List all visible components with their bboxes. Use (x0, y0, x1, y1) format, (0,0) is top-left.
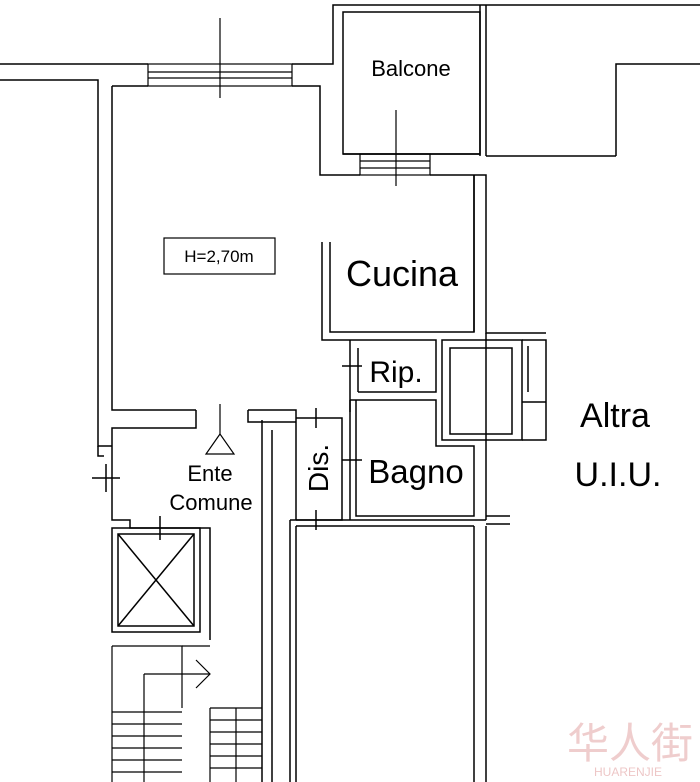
disimpegno-label: Dis. (303, 444, 334, 492)
balcone-door-window (359, 110, 431, 186)
ripostiglio-label: Rip. (369, 356, 422, 389)
exterior-top-wall (0, 4, 700, 447)
bagno-label: Bagno (368, 453, 463, 490)
ente-comune-door-marker (204, 404, 236, 455)
shaft (441, 333, 547, 520)
ente-comune-label-line2: Comune (169, 490, 252, 515)
ripostiglio-walls (342, 339, 437, 412)
living-room-walls (111, 86, 297, 520)
cucina-walls (321, 175, 475, 341)
watermark-site-text: HUARENJIE (594, 765, 662, 779)
lower-walls (289, 515, 510, 782)
watermark-logo: 华人街 HUARENJIE (567, 720, 693, 779)
bagno-walls (342, 399, 475, 520)
balcone-label: Balcone (371, 56, 451, 81)
ente-comune-label-line1: Ente (187, 461, 232, 486)
altra-uiu-label-line2: U.I.U. (575, 456, 662, 494)
staircase (111, 645, 262, 782)
cucina-label: Cucina (346, 253, 459, 294)
elevator-shaft (111, 527, 201, 633)
living-window (147, 18, 293, 98)
ceiling-height-box (163, 237, 276, 275)
altra-uiu-label-line1: Altra (580, 397, 650, 435)
ceiling-height-label: H=2,70m (184, 247, 253, 266)
watermark-logo-text: 华人街 (567, 720, 693, 767)
ente-comune-walls (92, 420, 273, 782)
